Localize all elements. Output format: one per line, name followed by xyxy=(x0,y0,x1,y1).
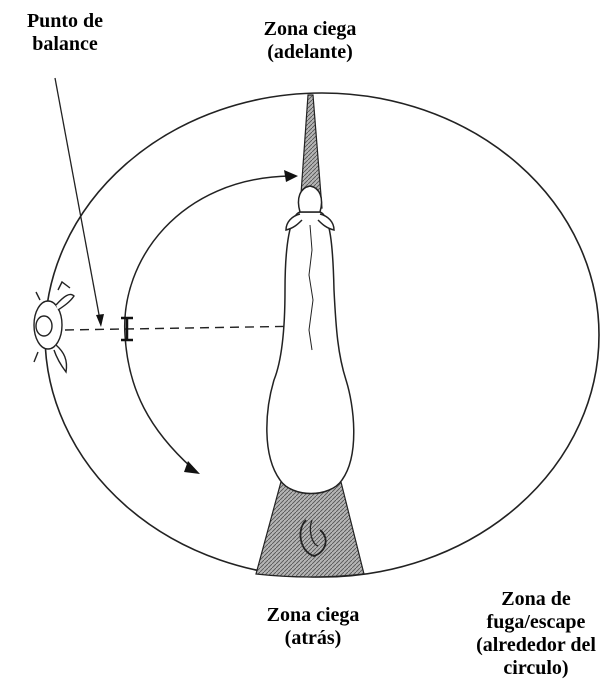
flight-zone-label-line-1: Zona de xyxy=(462,588,610,611)
balance-dashed-line xyxy=(65,326,308,330)
blind-zone-rear-label: Zona ciega (atrás) xyxy=(238,604,388,650)
blind-zone-rear-label-line-1: Zona ciega xyxy=(238,604,388,627)
balance-point-label-line-2: balance xyxy=(0,33,130,56)
flight-zone-label: Zona de fuga/escape (alrededor del circu… xyxy=(462,588,610,680)
arrowhead-top xyxy=(284,170,298,182)
blind-zone-rear-label-line-2: (atrás) xyxy=(238,627,388,650)
flight-zone-label-line-3: (alrededor del xyxy=(462,634,610,657)
handler-figure xyxy=(34,282,74,372)
blind-zone-front-label: Zona ciega (adelante) xyxy=(235,18,385,64)
flight-zone-label-line-4: circulo) xyxy=(462,657,610,680)
balance-point-label-line-1: Punto de xyxy=(0,10,130,33)
balance-pointer-arrowhead xyxy=(96,314,104,327)
movement-arc-arrow xyxy=(125,176,290,468)
flight-zone-label-line-2: fuga/escape xyxy=(462,611,610,634)
balance-point-label: Punto de balance xyxy=(0,10,130,56)
blind-zone-front-label-line-2: (adelante) xyxy=(235,41,385,64)
blind-zone-front-label-line-1: Zona ciega xyxy=(235,18,385,41)
